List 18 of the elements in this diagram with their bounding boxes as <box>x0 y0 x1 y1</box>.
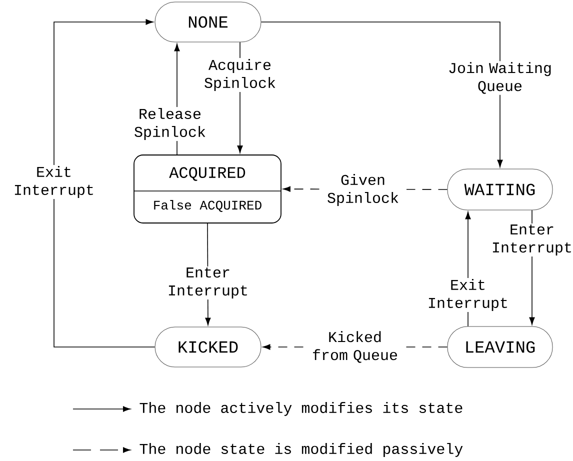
state-pill: WAITING <box>447 168 553 210</box>
edge-label: Release Spinlock <box>126 107 214 141</box>
edge-label: Acquire Spinlock <box>196 58 284 92</box>
edge-label: Exit Interrupt <box>10 165 98 199</box>
legend-text: The node state is modified passively <box>140 443 463 457</box>
edge-label: Enter Interrupt <box>164 266 252 300</box>
state-pill: KICKED <box>154 326 262 368</box>
arrow <box>260 22 503 168</box>
edge-label: Exit Interrupt <box>424 278 512 312</box>
edge-label: Given Spinlock <box>320 173 406 207</box>
edge-label: Enter Interrupt <box>488 223 573 257</box>
state-pill: LEAVING <box>447 326 553 368</box>
arrow <box>54 19 156 348</box>
legend-text: The node actively modifies its state <box>140 402 462 416</box>
edge-label: Kicked from Queue <box>306 330 404 364</box>
state-box: ACQUIRED False ACQUIRED <box>134 154 282 224</box>
edge-label: Join Waiting Queue <box>439 61 561 95</box>
state-pill: NONE <box>154 2 262 42</box>
